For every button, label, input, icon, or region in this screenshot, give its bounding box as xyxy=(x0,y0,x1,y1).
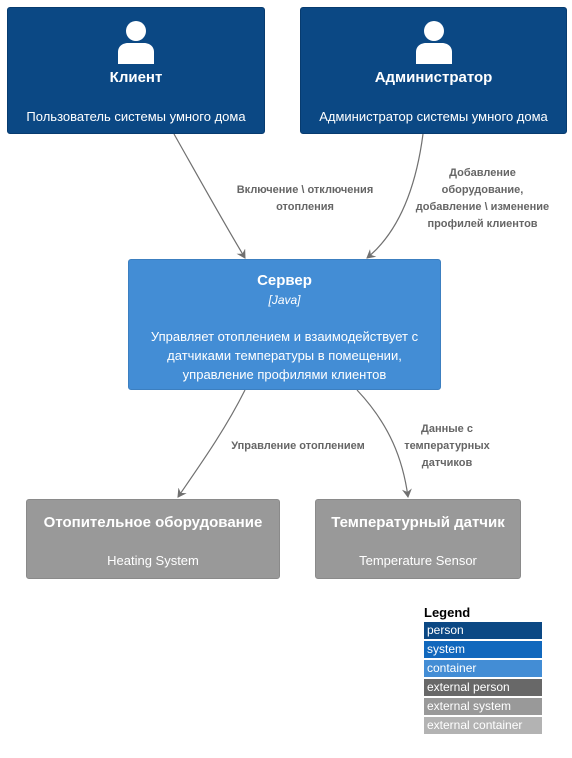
arrow-client-to-server xyxy=(173,133,246,259)
heating-system-box: Отопительное оборудование Heating System xyxy=(26,499,280,579)
client-person-box: Клиент Пользователь системы умного дома xyxy=(7,7,265,134)
arrow-server-to-sensor xyxy=(356,389,412,498)
legend: Legend person system container external per… xyxy=(424,604,542,736)
admin-person-box: Администратор Администратор системы умно… xyxy=(300,7,567,134)
legend-item: external container xyxy=(424,717,542,734)
admin-title: Администратор xyxy=(374,69,493,86)
server-title: Сервер xyxy=(257,272,312,289)
arrow-server-to-heating xyxy=(177,389,246,498)
person-icon xyxy=(118,21,154,64)
server-technology: [Java] xyxy=(268,293,301,307)
legend-item: system xyxy=(424,641,542,658)
arrow-admin-to-server xyxy=(366,133,424,259)
admin-description: Администратор системы умного дома xyxy=(319,109,548,124)
legend-title: Legend xyxy=(424,605,471,620)
client-description: Пользователь системы умного дома xyxy=(26,109,246,124)
legend-item: external person xyxy=(424,679,542,696)
heating-title: Отопительное оборудование xyxy=(43,514,263,531)
server-description: Управляет отоплением и взаимодействует с… xyxy=(150,329,419,382)
sensor-title: Температурный датчик xyxy=(331,514,505,531)
heating-description: Heating System xyxy=(107,553,199,568)
person-icon xyxy=(415,21,452,64)
relation-label-server-sensor: Данные с температурных датчиков xyxy=(404,423,490,469)
client-title: Клиент xyxy=(109,69,163,86)
sensor-description: Temperature Sensor xyxy=(359,553,477,568)
relation-label-admin-server: Добавление оборудование, добавление \ из… xyxy=(415,167,550,230)
legend-items: person system container external person exte… xyxy=(424,622,542,734)
relation-label-server-heating: Управление отоплением xyxy=(231,440,365,452)
legend-item: container xyxy=(424,660,542,677)
legend-item: person xyxy=(424,622,542,639)
server-container-box: Сервер [Java] Управляет отоплением и вза… xyxy=(128,259,441,390)
temperature-sensor-box: Температурный датчик Temperature Sensor xyxy=(315,499,521,579)
legend-item: external system xyxy=(424,698,542,715)
relation-label-client-server: Включение \ отключения отопления xyxy=(236,184,374,213)
